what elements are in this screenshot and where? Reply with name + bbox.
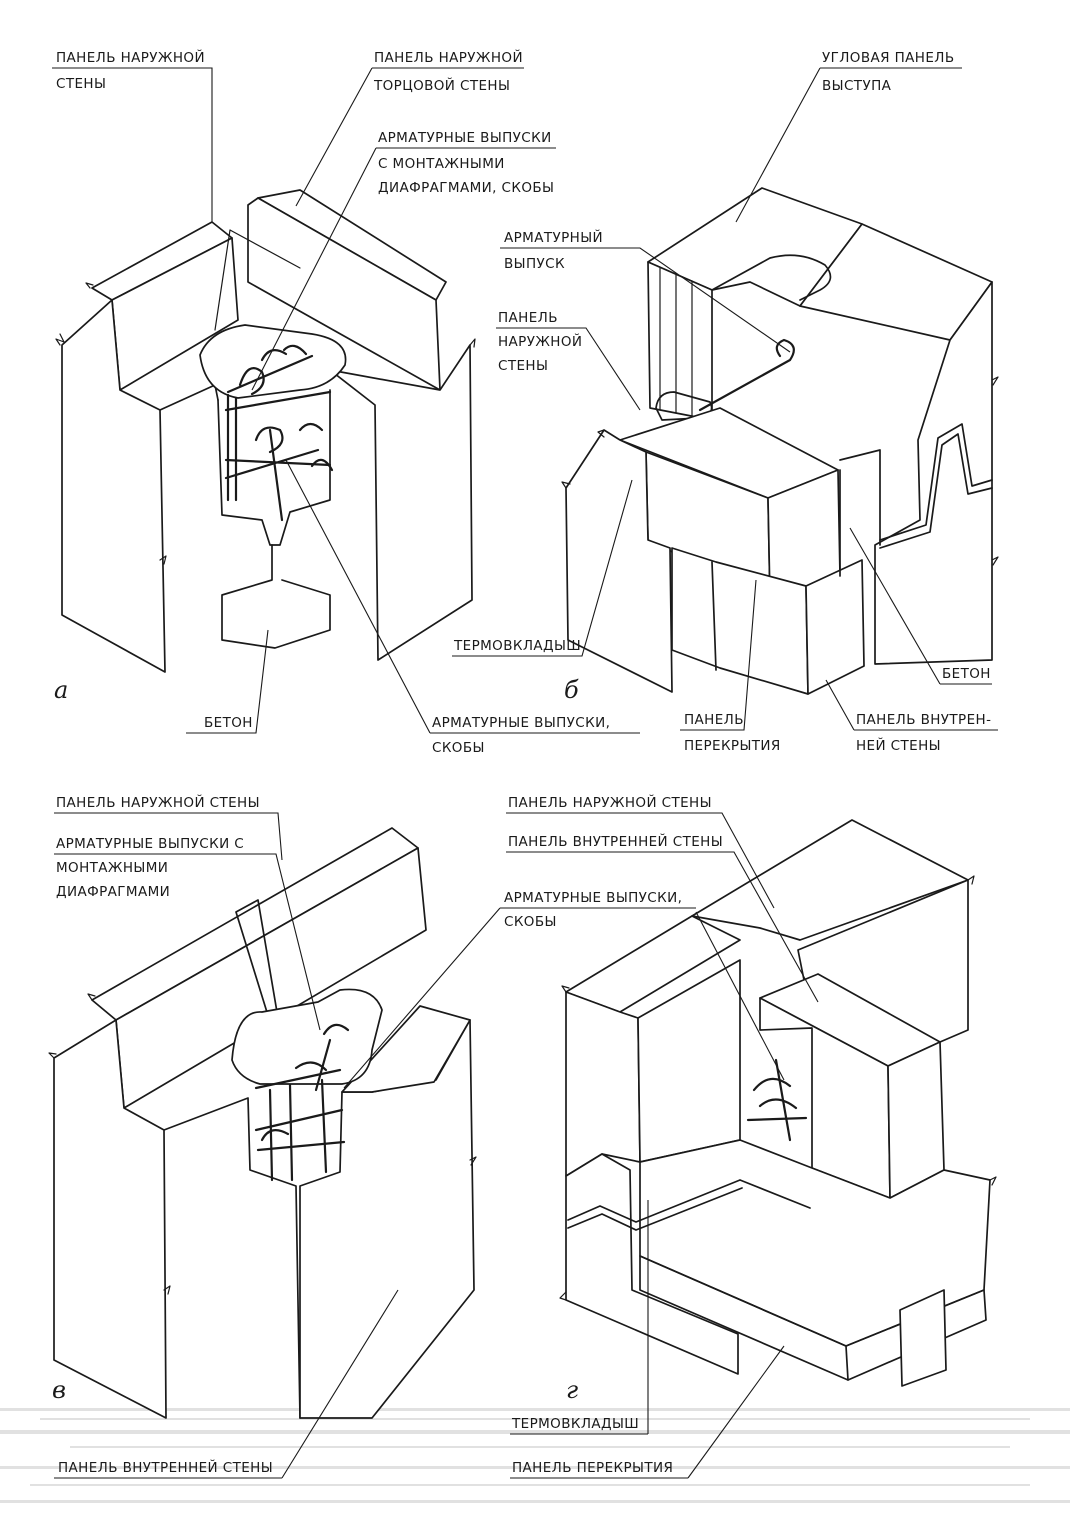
figure-a-letter: а — [54, 676, 68, 704]
figure-b-drawing — [561, 187, 999, 695]
figure-v-leaders — [54, 812, 696, 1479]
label-a-outer-panel-1: ПАНЕЛЬ НАРУЖНОЙ — [56, 48, 205, 66]
label-v-rebar-staples-2: СКОБЫ — [504, 914, 557, 930]
label-g-inner-panel: ПАНЕЛЬ ВНУТРЕННЕЙ СТЕНЫ — [508, 832, 723, 850]
label-b-rebar-1: АРМАТУРНЫЙ — [504, 228, 603, 246]
figure-b-leaders — [452, 67, 998, 731]
label-a-rebar-staples-2: СКОБЫ — [432, 740, 485, 756]
label-v-rebar-diaphragms-2: МОНТАЖНЫМИ — [56, 860, 168, 876]
label-b-rebar-2: ВЫПУСК — [504, 256, 565, 272]
label-a-rebar-diaphragms-2: С МОНТАЖНЫМИ — [378, 156, 505, 172]
label-g-floor-panel: ПАНЕЛЬ ПЕРЕКРЫТИЯ — [512, 1460, 673, 1476]
label-b-corner-panel-2: ВЫСТУПА — [822, 78, 892, 94]
label-a-end-wall-2: ТОРЦОВОЙ СТЕНЫ — [373, 76, 510, 94]
figure-g-rebar — [746, 1058, 808, 1142]
label-v-inner-panel: ПАНЕЛЬ ВНУТРЕННЕЙ СТЕНЫ — [58, 1458, 273, 1476]
figure-a-rebar — [224, 344, 334, 522]
scan-grain — [0, 1408, 1070, 1503]
label-v-rebar-diaphragms-1: АРМАТУРНЫЕ ВЫПУСКИ С — [56, 836, 244, 852]
label-g-thermal-insert: ТЕРМОВКЛАДЫШ — [511, 1416, 639, 1432]
figure-v-letter: в — [52, 1376, 66, 1404]
label-a-rebar-diaphragms-3: ДИАФРАГМАМИ, СКОБЫ — [378, 180, 554, 196]
label-b-thermal-insert: ТЕРМОВКЛАДЫШ — [453, 638, 581, 654]
label-a-rebar-staples-1: АРМАТУРНЫЕ ВЫПУСКИ, — [432, 715, 610, 731]
label-b-concrete: БЕТОН — [942, 666, 991, 682]
figure-g-leaders — [506, 812, 819, 1479]
label-b-outer-panel-1: ПАНЕЛЬ — [498, 310, 558, 326]
figure-b-labels: УГЛОВАЯ ПАНЕЛЬ ВЫСТУПА АРМАТУРНЫЙ ВЫПУСК… — [453, 50, 991, 754]
figure-b-letter: б — [564, 676, 579, 704]
figure-a-drawing — [55, 189, 476, 673]
figure-v-drawing — [48, 827, 477, 1419]
figure-v-labels: ПАНЕЛЬ НАРУЖНОЙ СТЕНЫ АРМАТУРНЫЕ ВЫПУСКИ… — [52, 793, 682, 1476]
label-b-floor-panel-2: ПЕРЕКРЫТИЯ — [684, 738, 781, 754]
label-v-rebar-staples-1: АРМАТУРНЫЕ ВЫПУСКИ, — [504, 890, 682, 906]
figure-v-rebar — [254, 1023, 350, 1182]
label-b-corner-panel-1: УГЛОВАЯ ПАНЕЛЬ — [822, 50, 955, 66]
label-a-rebar-diaphragms-1: АРМАТУРНЫЕ ВЫПУСКИ — [378, 130, 552, 146]
label-a-end-wall-1: ПАНЕЛЬ НАРУЖНОЙ — [374, 48, 523, 66]
label-b-inner-panel-1: ПАНЕЛЬ ВНУТРЕН- — [856, 712, 991, 728]
figure-g-letter: г — [566, 1376, 578, 1404]
label-b-outer-panel-3: СТЕНЫ — [498, 358, 548, 374]
label-v-outer-panel: ПАНЕЛЬ НАРУЖНОЙ СТЕНЫ — [56, 793, 260, 811]
label-b-floor-panel-1: ПАНЕЛЬ — [684, 712, 744, 728]
figure-g-labels: ПАНЕЛЬ НАРУЖНОЙ СТЕНЫ ПАНЕЛЬ ВНУТРЕННЕЙ … — [508, 793, 723, 1476]
label-v-rebar-diaphragms-3: ДИАФРАГМАМИ — [56, 884, 170, 900]
label-g-outer-panel: ПАНЕЛЬ НАРУЖНОЙ СТЕНЫ — [508, 793, 712, 811]
figure-a-labels: ПАНЕЛЬ НАРУЖНОЙ СТЕНЫ ПАНЕЛЬ НАРУЖНОЙ ТО… — [54, 48, 610, 756]
label-b-inner-panel-2: НЕЙ СТЕНЫ — [856, 736, 941, 754]
figure-a-leaders — [52, 67, 640, 734]
figure-g-drawing — [559, 819, 997, 1387]
label-a-outer-panel-2: СТЕНЫ — [56, 76, 106, 92]
label-a-concrete: БЕТОН — [204, 715, 253, 731]
label-b-outer-panel-2: НАРУЖНОЙ — [498, 332, 582, 350]
